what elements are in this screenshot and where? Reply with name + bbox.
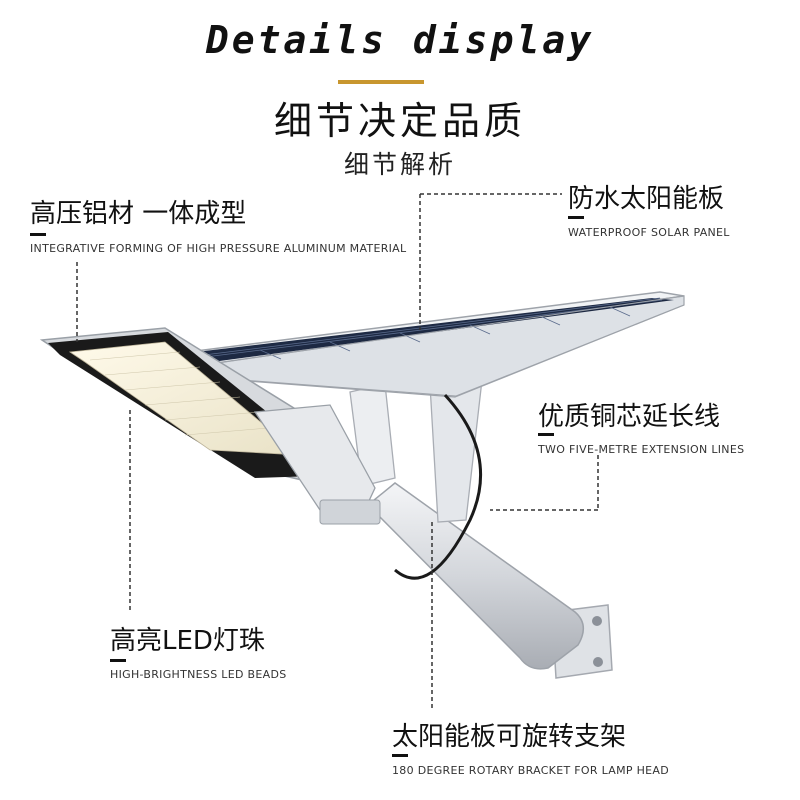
page-subtitle-cn: 细节解析 bbox=[343, 150, 456, 179]
led-beads-array bbox=[68, 341, 302, 456]
feature-aluminum-en: INTEGRATIVE FORMING OF HIGH PRESSURE ALU… bbox=[30, 242, 407, 255]
feature-solar-panel-tick bbox=[568, 216, 584, 219]
feature-solar-panel-en: WATERPROOF SOLAR PANEL bbox=[568, 226, 730, 239]
feature-aluminum-tick bbox=[30, 233, 46, 236]
extension-cable bbox=[394, 393, 483, 580]
feature-rotary-bracket-en: 180 DEGREE ROTARY BRACKET FOR LAMP HEAD bbox=[392, 764, 670, 777]
feature-extension-line-cn: 优质铜芯延长线 bbox=[538, 402, 721, 432]
page-title-en: Details display bbox=[205, 18, 595, 62]
feature-led-tick bbox=[110, 659, 126, 662]
feature-solar-panel-cn: 防水太阳能板 bbox=[568, 184, 725, 214]
feature-rotary-bracket-cn: 太阳能板可旋转支架 bbox=[392, 722, 627, 752]
feature-led-en: HIGH-BRIGHTNESS LED BEADS bbox=[110, 668, 287, 681]
feature-extension-line-tick bbox=[538, 433, 554, 436]
lamp-head bbox=[39, 327, 381, 525]
feature-led-cn: 高亮LED灯珠 bbox=[110, 626, 265, 656]
pole-arm bbox=[366, 482, 584, 670]
page-title-cn: 细节决定品质 bbox=[273, 99, 526, 143]
feature-rotary-bracket-tick bbox=[392, 754, 408, 757]
solar-panel bbox=[185, 291, 685, 398]
feature-extension-line-en: TWO FIVE-METRE EXTENSION LINES bbox=[538, 443, 745, 456]
title-underline bbox=[338, 80, 424, 84]
feature-aluminum-cn: 高压铝材 一体成型 bbox=[30, 199, 247, 229]
leader-lines bbox=[76, 193, 599, 710]
